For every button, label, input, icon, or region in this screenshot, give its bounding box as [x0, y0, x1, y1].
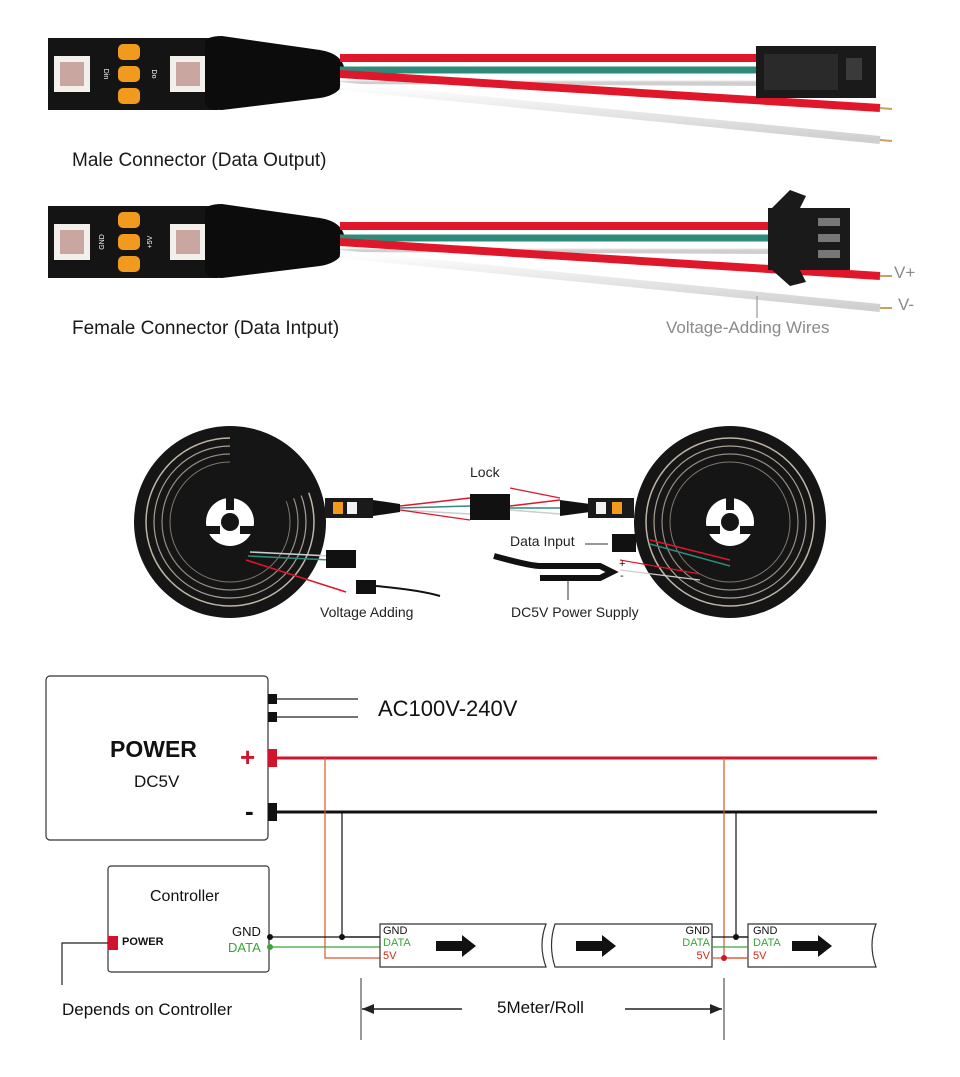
power-supply-label: DC5V Power Supply [511, 604, 639, 620]
data-direction-arrow [436, 935, 476, 957]
heat-shrink-tube [205, 204, 345, 278]
gnd-drop-wire [735, 812, 748, 938]
female-plug-pin [818, 218, 840, 226]
roll-length-label: 5Meter/Roll [497, 998, 584, 1017]
controller-title: Controller [150, 888, 220, 905]
data-direction-arrow [792, 935, 832, 957]
dimension-arrowhead [362, 1004, 374, 1014]
vminus-label: V- [898, 295, 915, 314]
reel-plus-label: + [619, 558, 626, 570]
lock-label: Lock [470, 464, 500, 480]
positive-terminal [268, 749, 277, 767]
strip-segment-2 [550, 923, 713, 968]
ac-terminal [268, 694, 277, 704]
solder-pad [118, 44, 140, 60]
power-title: POWER [110, 736, 197, 762]
wire-tip [879, 107, 893, 110]
solder-pad [118, 212, 140, 228]
male-plug-latch [846, 58, 862, 80]
white-voltage-wire [339, 250, 881, 312]
strip2-gnd-label: GND [685, 925, 710, 937]
female-connector-caption: Female Connector (Data Intput) [72, 318, 340, 339]
solder-pad [118, 234, 140, 250]
solder-pad [118, 66, 140, 82]
wire-tip [879, 139, 893, 142]
pad-label: GND [99, 234, 106, 250]
strip1-data-label: DATA [383, 937, 411, 949]
junction-node [721, 955, 727, 961]
voltage-adding-plug [326, 550, 356, 568]
depends-on-controller-label: Depends on Controller [62, 1000, 233, 1019]
controller-data-label: DATA [228, 940, 261, 955]
dimension-arrowhead [710, 1004, 722, 1014]
male-plug-face [764, 54, 838, 90]
ac-input-label: AC100V-240V [378, 696, 518, 721]
reel-minus-label: - [620, 570, 624, 582]
junction-node [339, 934, 345, 940]
led-die [60, 62, 84, 86]
lock-connector [470, 494, 510, 520]
strip2-5v-label: 5V [696, 950, 710, 962]
5v-drop-wire [324, 758, 380, 959]
pad-label: Do [150, 70, 157, 79]
female-plug-lock-tab [772, 270, 806, 286]
heat-shrink-tube [205, 36, 345, 110]
data-direction-arrow [576, 935, 616, 957]
male-connector-caption: Male Connector (Data Output) [72, 150, 327, 171]
white-voltage-wire [339, 82, 881, 144]
reel-interconnect [245, 487, 731, 600]
solder-pad [118, 256, 140, 272]
voltage-wires-label: Voltage-Adding Wires [666, 318, 830, 337]
controller-gnd-label: GND [232, 924, 261, 939]
negative-sign: - [245, 796, 254, 826]
led-die [60, 230, 84, 254]
pad-label: +5V [147, 235, 154, 248]
strip3-gnd-label: GND [753, 925, 778, 937]
controller-power-label: POWER [122, 936, 164, 948]
led-die [176, 230, 200, 254]
controller-power-wire [61, 942, 108, 985]
controller-box [107, 865, 270, 973]
strip1-gnd-label: GND [383, 925, 408, 937]
vplus-label: V+ [894, 263, 916, 282]
female-plug-pin [818, 250, 840, 258]
female-plug-pin [818, 234, 840, 242]
voltage-adding-label: Voltage Adding [320, 604, 414, 620]
ac-terminal [268, 712, 277, 722]
data-input-label: Data Input [510, 533, 575, 549]
right-led-reel [634, 426, 826, 618]
negative-terminal [268, 803, 277, 821]
led-die [176, 62, 200, 86]
strip3-data-label: DATA [753, 937, 781, 949]
red-voltage-wire [339, 70, 881, 112]
left-led-reel [134, 426, 326, 618]
male-connector-assembly: Din Do [48, 36, 893, 144]
strip3-5v-label: 5V [753, 950, 767, 962]
gnd-drop-wire [341, 812, 380, 938]
junction-node [733, 934, 739, 940]
power-voltage: DC5V [134, 772, 180, 791]
strip2-data-label: DATA [682, 937, 710, 949]
positive-sign: + [240, 742, 256, 772]
female-connector-assembly: GND +5V [48, 190, 892, 318]
strip1-5v-label: 5V [383, 950, 397, 962]
pad-label: Din [102, 69, 109, 80]
solder-pad [118, 88, 140, 104]
dc-power-cable [493, 553, 619, 581]
female-plug-lock-tab [772, 190, 806, 208]
controller-power-terminal [108, 936, 118, 950]
